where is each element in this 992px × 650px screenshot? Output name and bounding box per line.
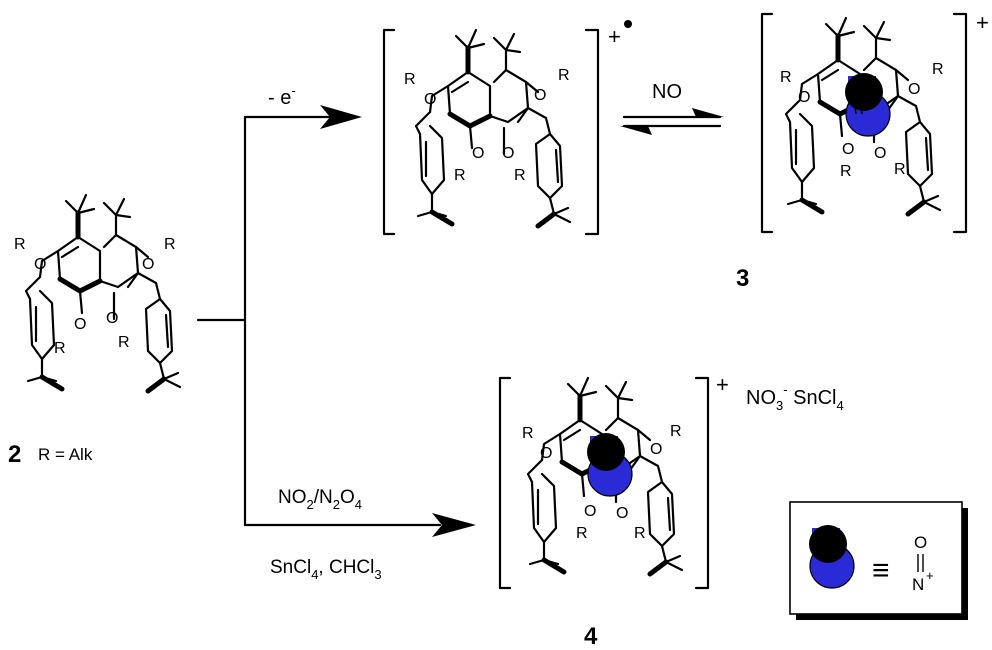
o-label: O bbox=[34, 256, 46, 273]
radical-charge: + bbox=[608, 24, 621, 49]
svg-text:R: R bbox=[576, 525, 588, 542]
nitrosonium-legend: ≡ O N + bbox=[789, 501, 968, 620]
svg-text:R: R bbox=[780, 69, 792, 86]
svg-text:R: R bbox=[558, 67, 570, 84]
no2-reagent-label: NO2/N2O4 bbox=[278, 487, 362, 512]
oxidation-label: - e- bbox=[268, 83, 296, 109]
nitrosonium-charge: + bbox=[926, 568, 934, 583]
compound-4-number: 4 bbox=[584, 623, 598, 650]
compound-2-structure: R O R O O R O R bbox=[14, 195, 180, 391]
radical-cation-structure: R O R O O R O R bbox=[404, 30, 570, 226]
svg-text:O: O bbox=[472, 145, 484, 162]
radical-dot-icon bbox=[624, 20, 632, 28]
o-label: O bbox=[142, 256, 154, 273]
svg-text:O: O bbox=[842, 141, 854, 158]
r-label: R bbox=[164, 236, 176, 253]
radical-cation-bracket: + bbox=[382, 20, 632, 236]
sncl4-conditions-label: SnCl4, CHCl3 bbox=[270, 557, 382, 582]
r-label: R bbox=[118, 334, 130, 351]
compound-2-definition: R = Alk bbox=[38, 445, 93, 464]
complex-4-charge: + bbox=[716, 372, 729, 397]
o-label: O bbox=[74, 316, 86, 333]
o-label: O bbox=[106, 310, 118, 327]
complex-4-structure: R O R O O R O R bbox=[522, 378, 682, 574]
compound-2-number: 2 bbox=[8, 441, 21, 468]
svg-text:O: O bbox=[502, 145, 514, 162]
compound-3-number: 3 bbox=[736, 265, 749, 292]
svg-text:O: O bbox=[874, 145, 886, 162]
svg-text:R: R bbox=[894, 161, 906, 178]
svg-text:O: O bbox=[540, 445, 552, 462]
complex-3-bracket: + bbox=[760, 10, 989, 234]
double-bond-icon bbox=[917, 554, 924, 572]
svg-text:R: R bbox=[932, 61, 944, 78]
svg-text:O: O bbox=[650, 441, 662, 458]
svg-text:O: O bbox=[534, 87, 546, 104]
svg-text:O: O bbox=[908, 81, 920, 98]
svg-text:R: R bbox=[404, 71, 416, 88]
r-label: R bbox=[54, 340, 66, 357]
complex-3-charge: + bbox=[976, 10, 989, 35]
nitrosonium-oxygen: O bbox=[914, 533, 927, 552]
svg-text:R: R bbox=[514, 167, 526, 184]
complex-4-bracket: + bbox=[498, 372, 729, 590]
svg-text:R: R bbox=[840, 163, 852, 180]
compound-2-label: 2 R = Alk bbox=[8, 441, 93, 468]
svg-text:O: O bbox=[424, 91, 436, 108]
no-reagent-label: NO bbox=[652, 81, 682, 103]
counterion-label: NO3- SnCl4 bbox=[746, 382, 844, 413]
svg-text:O: O bbox=[616, 505, 628, 522]
r-label: R bbox=[14, 236, 26, 253]
svg-text:R: R bbox=[522, 425, 534, 442]
svg-text:O: O bbox=[798, 89, 810, 106]
svg-text:O: O bbox=[584, 503, 596, 520]
equivalence-symbol: ≡ bbox=[872, 554, 890, 587]
nitrosonium-nitrogen: N bbox=[912, 575, 924, 594]
svg-text:R: R bbox=[670, 423, 682, 440]
equilibrium-arrows bbox=[620, 108, 724, 135]
svg-text:R: R bbox=[454, 167, 466, 184]
reaction-branch-lines bbox=[196, 105, 476, 537]
complex-3-structure: R O R O O R O R bbox=[780, 18, 944, 214]
svg-text:R: R bbox=[634, 525, 646, 542]
